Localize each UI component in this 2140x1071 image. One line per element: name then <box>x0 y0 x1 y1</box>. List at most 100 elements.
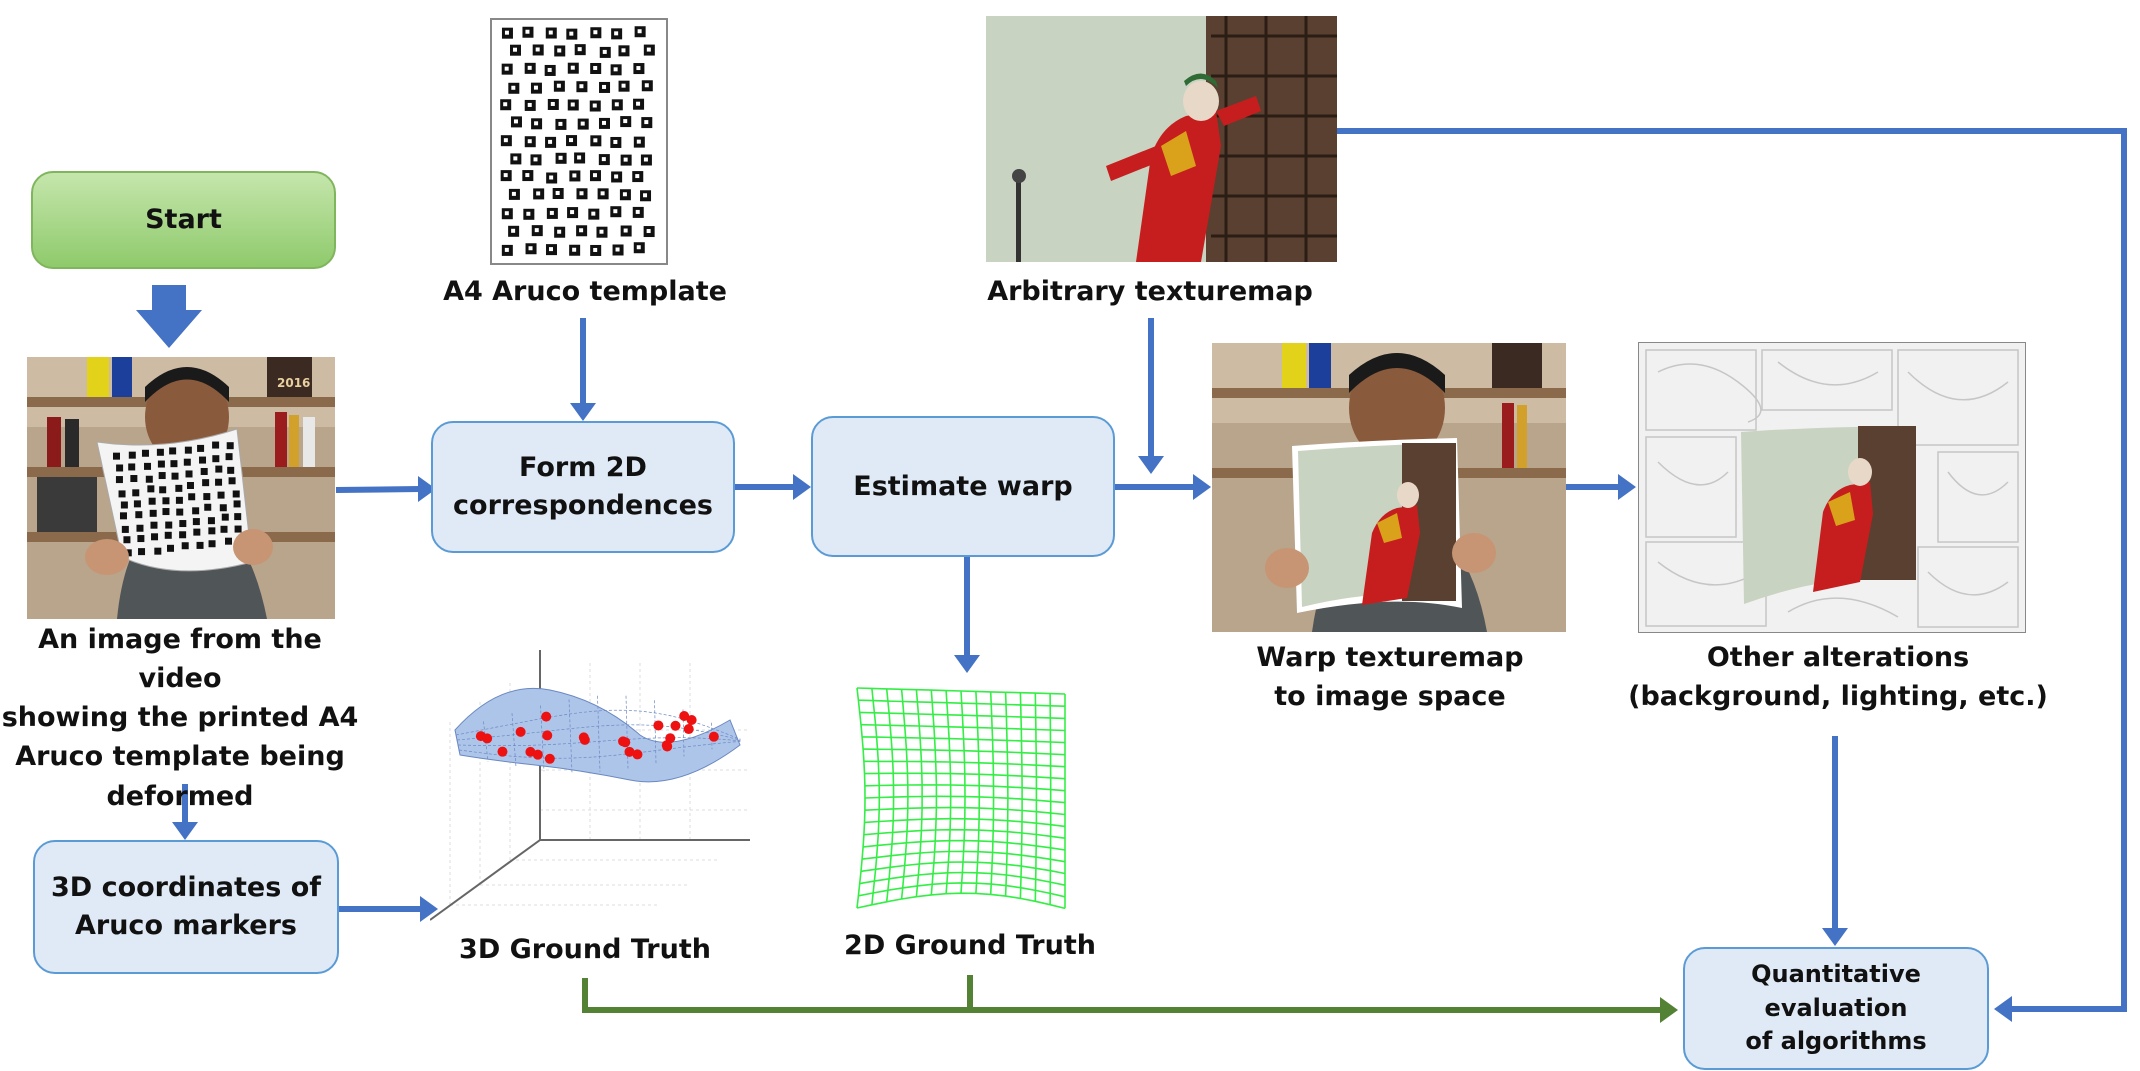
aruco-marker <box>220 525 228 533</box>
ground-truth-3d-plot <box>430 650 750 921</box>
quantitative-eval-label: Quantitative evaluation of algorithms <box>1745 960 1927 1056</box>
aruco-marker <box>183 458 191 466</box>
aruco-marker <box>148 497 156 505</box>
aruco-marker <box>158 472 166 480</box>
aruco-marker <box>128 451 136 459</box>
book-year: 2016 <box>277 376 310 390</box>
aruco-marker <box>121 525 129 533</box>
aruco-marker <box>207 517 215 525</box>
aruco-marker <box>137 535 145 543</box>
aruco-marker <box>179 520 187 528</box>
marker-point <box>482 733 493 744</box>
aruco-marker <box>120 501 128 509</box>
aruco-marker <box>151 533 159 541</box>
aruco-marker <box>224 537 232 545</box>
aruco-marker <box>234 513 242 521</box>
form-correspondences-box: Form 2D correspondences <box>431 421 735 553</box>
arrow-texture-to-quant <box>1337 128 2127 1012</box>
marker-point <box>620 737 631 748</box>
aruco-marker <box>118 490 126 498</box>
aruco-marker <box>225 453 233 461</box>
aruco-marker <box>157 460 165 468</box>
aruco-marker <box>147 485 155 493</box>
aruco-marker <box>138 548 146 556</box>
aruco-marker <box>119 512 127 520</box>
marker-point <box>532 749 543 760</box>
arrow-start-to-image <box>136 285 202 348</box>
aruco-marker <box>204 503 212 511</box>
aruco-marker <box>123 536 131 544</box>
aruco-marker <box>233 500 241 508</box>
aruco-marker <box>133 500 141 508</box>
aruco-marker <box>171 472 179 480</box>
marker-point <box>679 710 690 721</box>
aruco-marker <box>175 496 183 504</box>
arrow-gt-to-quant <box>582 978 1662 1013</box>
marker-point <box>624 746 635 757</box>
aruco-marker <box>165 521 173 529</box>
a4-template-caption: A4 Aruco template <box>443 276 727 307</box>
warped-texture-image <box>1212 343 1566 632</box>
estimate-warp-box: Estimate warp <box>811 416 1115 557</box>
marker-point <box>662 741 673 752</box>
ground-truth-3d-caption: 3D Ground Truth <box>459 934 711 965</box>
marker-point <box>708 731 719 742</box>
aruco-marker <box>197 444 205 452</box>
marker-point <box>515 726 526 737</box>
ground-truth-2d-grid <box>856 687 1066 910</box>
texturemap-image <box>986 16 1337 262</box>
aruco-marker <box>162 497 170 505</box>
estimate-warp-label: Estimate warp <box>853 470 1073 502</box>
aruco-marker <box>150 521 158 529</box>
aruco-marker <box>202 479 210 487</box>
arbitrary-texturemap-caption: Arbitrary texturemap <box>987 276 1313 307</box>
aruco-marker <box>217 491 225 499</box>
aruco-marker <box>128 463 136 471</box>
aruco-marker <box>215 465 223 473</box>
arrow-image-to-form <box>335 486 421 493</box>
marker-point <box>670 720 681 731</box>
aruco-marker <box>226 442 234 450</box>
marker-point <box>683 724 694 735</box>
aruco-marker <box>149 509 157 517</box>
video-frame-image: 2016 <box>27 357 335 619</box>
aruco-marker <box>162 508 170 516</box>
aruco-marker <box>136 524 144 532</box>
aruco-marker <box>154 547 162 555</box>
other-alterations-caption: Other alterations (background, lighting,… <box>1628 642 2048 713</box>
aruco-marker <box>179 531 187 539</box>
aruco-marker <box>208 540 216 548</box>
aruco-coords-box: 3D coordinates of Aruco markers <box>33 840 339 974</box>
aruco-marker <box>176 508 184 516</box>
aruco-marker <box>115 476 123 484</box>
aruco-marker <box>192 507 200 515</box>
aruco-marker <box>234 525 242 533</box>
aruco-marker <box>184 446 192 454</box>
aruco-marker <box>141 449 149 457</box>
aruco-marker <box>135 511 143 519</box>
aruco-marker <box>215 478 223 486</box>
aruco-marker <box>212 441 220 449</box>
marker-point <box>544 753 555 764</box>
aruco-marker <box>232 490 240 498</box>
aruco-marker <box>228 477 236 485</box>
aruco-marker <box>164 531 172 539</box>
aruco-coords-label: 3D coordinates of Aruco markers <box>50 872 322 941</box>
aruco-marker <box>193 528 201 536</box>
aruco-marker <box>144 462 152 470</box>
aruco-marker <box>159 486 167 494</box>
aruco-marker <box>169 447 177 455</box>
aruco-marker <box>175 484 183 492</box>
start-box: Start <box>31 171 336 269</box>
aruco-marker <box>208 527 216 535</box>
warp-texturemap-caption: Warp texturemap to image space <box>1256 642 1524 713</box>
aruco-marker <box>145 475 153 483</box>
aruco-marker <box>199 456 207 464</box>
aruco-marker <box>212 455 220 463</box>
form-correspondences-label: Form 2D correspondences <box>453 452 713 521</box>
marker-point <box>541 711 552 722</box>
aruco-marker <box>186 481 194 489</box>
aruco-marker <box>219 504 227 512</box>
aruco-marker <box>200 467 208 475</box>
